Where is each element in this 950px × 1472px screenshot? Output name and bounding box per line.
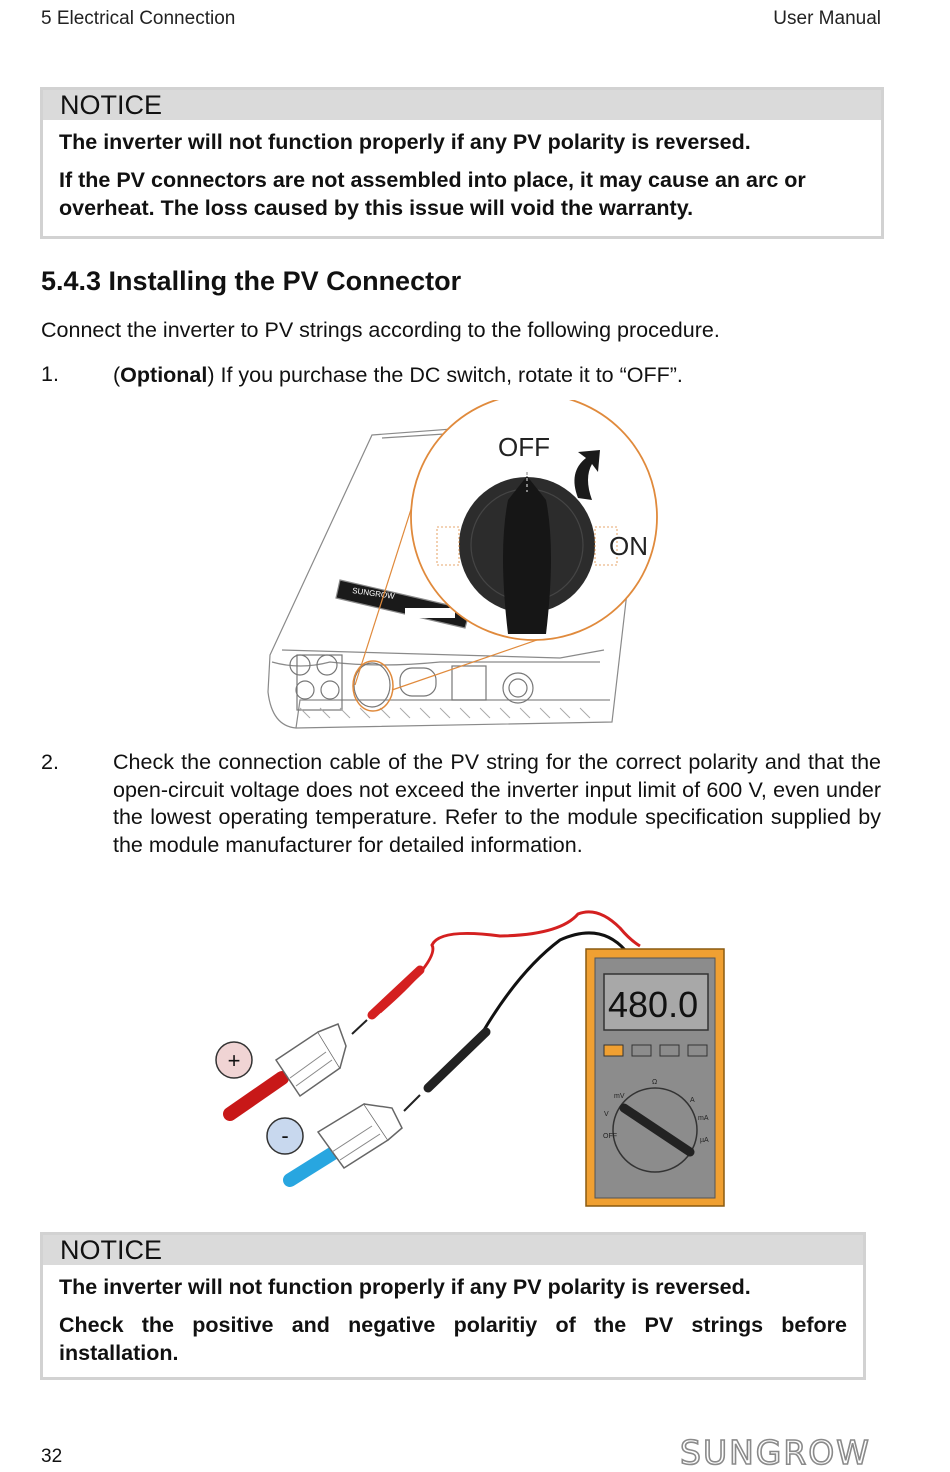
header-doc-title: User Manual <box>773 8 881 29</box>
step-1-text: (Optional) If you purchase the DC switch… <box>113 363 683 387</box>
positive-symbol: + <box>228 1048 241 1073</box>
black-probe <box>403 1027 491 1112</box>
voltage-reading: 480.0 <box>608 984 698 1025</box>
positive-connector <box>223 1023 347 1121</box>
heat-sink-fins <box>299 707 591 719</box>
svg-text:V: V <box>604 1111 609 1118</box>
step-1-number: 1. <box>41 362 59 386</box>
positive-badge <box>215 1041 253 1079</box>
multimeter-figure: + - 480.0 OFF V mV Ω A mA µA <box>215 910 725 1207</box>
switch-highlight <box>352 660 394 712</box>
red-probe <box>351 965 425 1035</box>
svg-text:A: A <box>690 1097 695 1104</box>
svg-text:mV: mV <box>614 1093 625 1100</box>
svg-text:µA: µA <box>700 1137 709 1144</box>
page-number: 32 <box>41 1446 63 1467</box>
notice-line-2: Check the positive and negative polariti… <box>59 1313 847 1365</box>
svg-text:mA: mA <box>698 1115 709 1122</box>
section-heading: 5.4.3 Installing the PV Connector <box>41 266 462 296</box>
multimeter-display <box>603 973 709 1031</box>
black-probe-wire <box>482 931 627 1031</box>
step-1-optional: Optional <box>120 363 208 387</box>
step-2-text: Check the connection cable of the PV str… <box>113 750 881 857</box>
notice-box-bottom: NOTICE The inverter will not function pr… <box>40 1232 866 1380</box>
switch-on-label: ON <box>609 531 648 561</box>
negative-symbol: - <box>281 1123 288 1148</box>
notice-title: NOTICE <box>43 1235 863 1265</box>
negative-badge <box>266 1117 304 1155</box>
negative-connector <box>283 1102 403 1187</box>
svg-text:OFF: OFF <box>603 1133 617 1140</box>
header-section: 5 Electrical Connection <box>41 8 236 29</box>
section-intro: Connect the inverter to PV strings accor… <box>41 318 720 342</box>
dial-labels: OFF V mV Ω A mA µA <box>603 1079 709 1144</box>
notice-line-2: If the PV connectors are not assembled i… <box>59 168 806 220</box>
notice-title: NOTICE <box>43 90 881 120</box>
step-2-number: 2. <box>41 750 59 774</box>
notice-box-top: NOTICE The inverter will not function pr… <box>40 87 884 239</box>
meter-buttons <box>603 1044 708 1057</box>
notice-line-1: The inverter will not function properly … <box>59 130 751 154</box>
red-probe-wire <box>379 910 641 1014</box>
rotate-arrow-icon <box>574 450 600 500</box>
svg-text:Ω: Ω <box>652 1079 657 1086</box>
sungrow-logo: SUNGROW <box>679 1432 871 1472</box>
inverter-dc-switch-figure: SUNGROW OFF ON <box>267 400 658 729</box>
notice-line-1: The inverter will not function properly … <box>59 1275 751 1299</box>
switch-off-label: OFF <box>498 432 550 462</box>
connector-ports <box>289 654 534 711</box>
